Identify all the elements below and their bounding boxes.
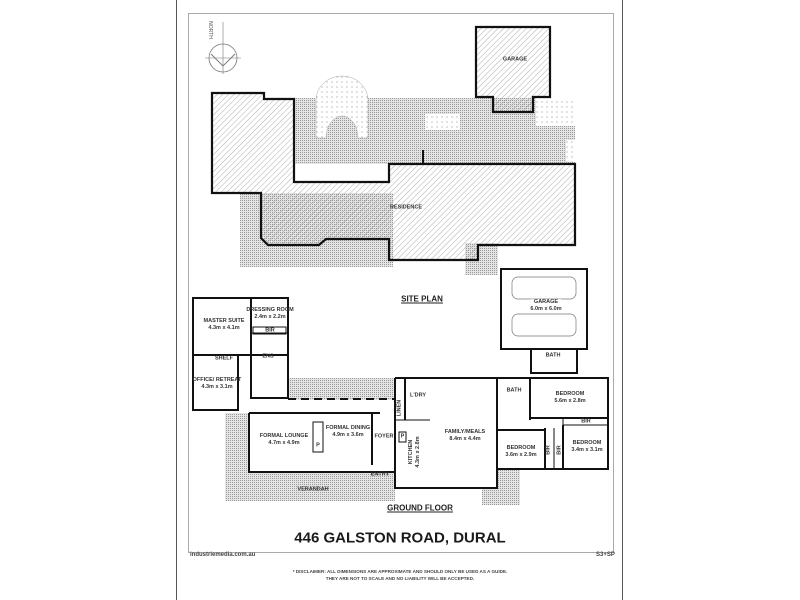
room-laundry: L'DRY bbox=[409, 392, 427, 399]
site-garage bbox=[474, 25, 552, 114]
garden-bed bbox=[536, 98, 576, 126]
walkway-area bbox=[288, 378, 395, 400]
site-residence bbox=[210, 91, 577, 262]
disclaimer-line: THEY ARE NOT TO SCALE AND NO LIABILITY W… bbox=[325, 576, 475, 581]
site-residence-label: RESIDENCE bbox=[389, 204, 423, 211]
room-bir-2: BIR bbox=[545, 445, 552, 455]
pantry-label: P bbox=[400, 433, 405, 440]
room-entry: ENTRY bbox=[370, 471, 390, 478]
room-bir: BIR bbox=[265, 327, 275, 334]
property-address: 446 GALSTON ROAD, DURAL bbox=[294, 529, 506, 547]
outer-frame bbox=[176, 0, 623, 600]
garden-bed bbox=[566, 140, 576, 162]
website-text: industriemedia.com.au bbox=[190, 552, 256, 558]
room-garage-bath: BATH bbox=[545, 352, 561, 359]
inner-border bbox=[188, 13, 614, 553]
room-bath: BATH bbox=[506, 387, 522, 394]
north-label: NORTH bbox=[207, 21, 213, 39]
garden-bed bbox=[425, 114, 460, 130]
cars bbox=[511, 276, 577, 337]
walls bbox=[192, 268, 609, 489]
room-verandah: VERANDAH bbox=[297, 486, 329, 493]
room-linen: LINEN bbox=[396, 399, 403, 417]
site-plan-heading: SITE PLAN bbox=[401, 294, 443, 304]
pergola bbox=[315, 75, 369, 139]
kitchen-family-fill bbox=[395, 378, 497, 488]
formal-area-fill bbox=[249, 413, 395, 472]
plan-code: S3+SP bbox=[596, 552, 615, 558]
room-bir-3: BIR bbox=[556, 445, 563, 455]
site-garage-label: GARAGE bbox=[502, 56, 528, 63]
ground-floor-heading: GROUND FLOOR bbox=[387, 503, 453, 513]
north-arrow-icon bbox=[205, 22, 241, 74]
room-foyer: FOYER bbox=[374, 433, 394, 440]
room-bir-1: BIR bbox=[581, 418, 591, 425]
pantry-label: P bbox=[316, 442, 320, 449]
disclaimer-line: * DISCLAIMER: ALL DIMENSIONS ARE APPROXI… bbox=[292, 569, 508, 575]
room-shelf: SHELF bbox=[214, 355, 234, 362]
room-ensuite: ENS bbox=[262, 353, 274, 360]
disclaimer: * DISCLAIMER: ALL DIMENSIONS ARE APPROXI… bbox=[293, 569, 508, 583]
